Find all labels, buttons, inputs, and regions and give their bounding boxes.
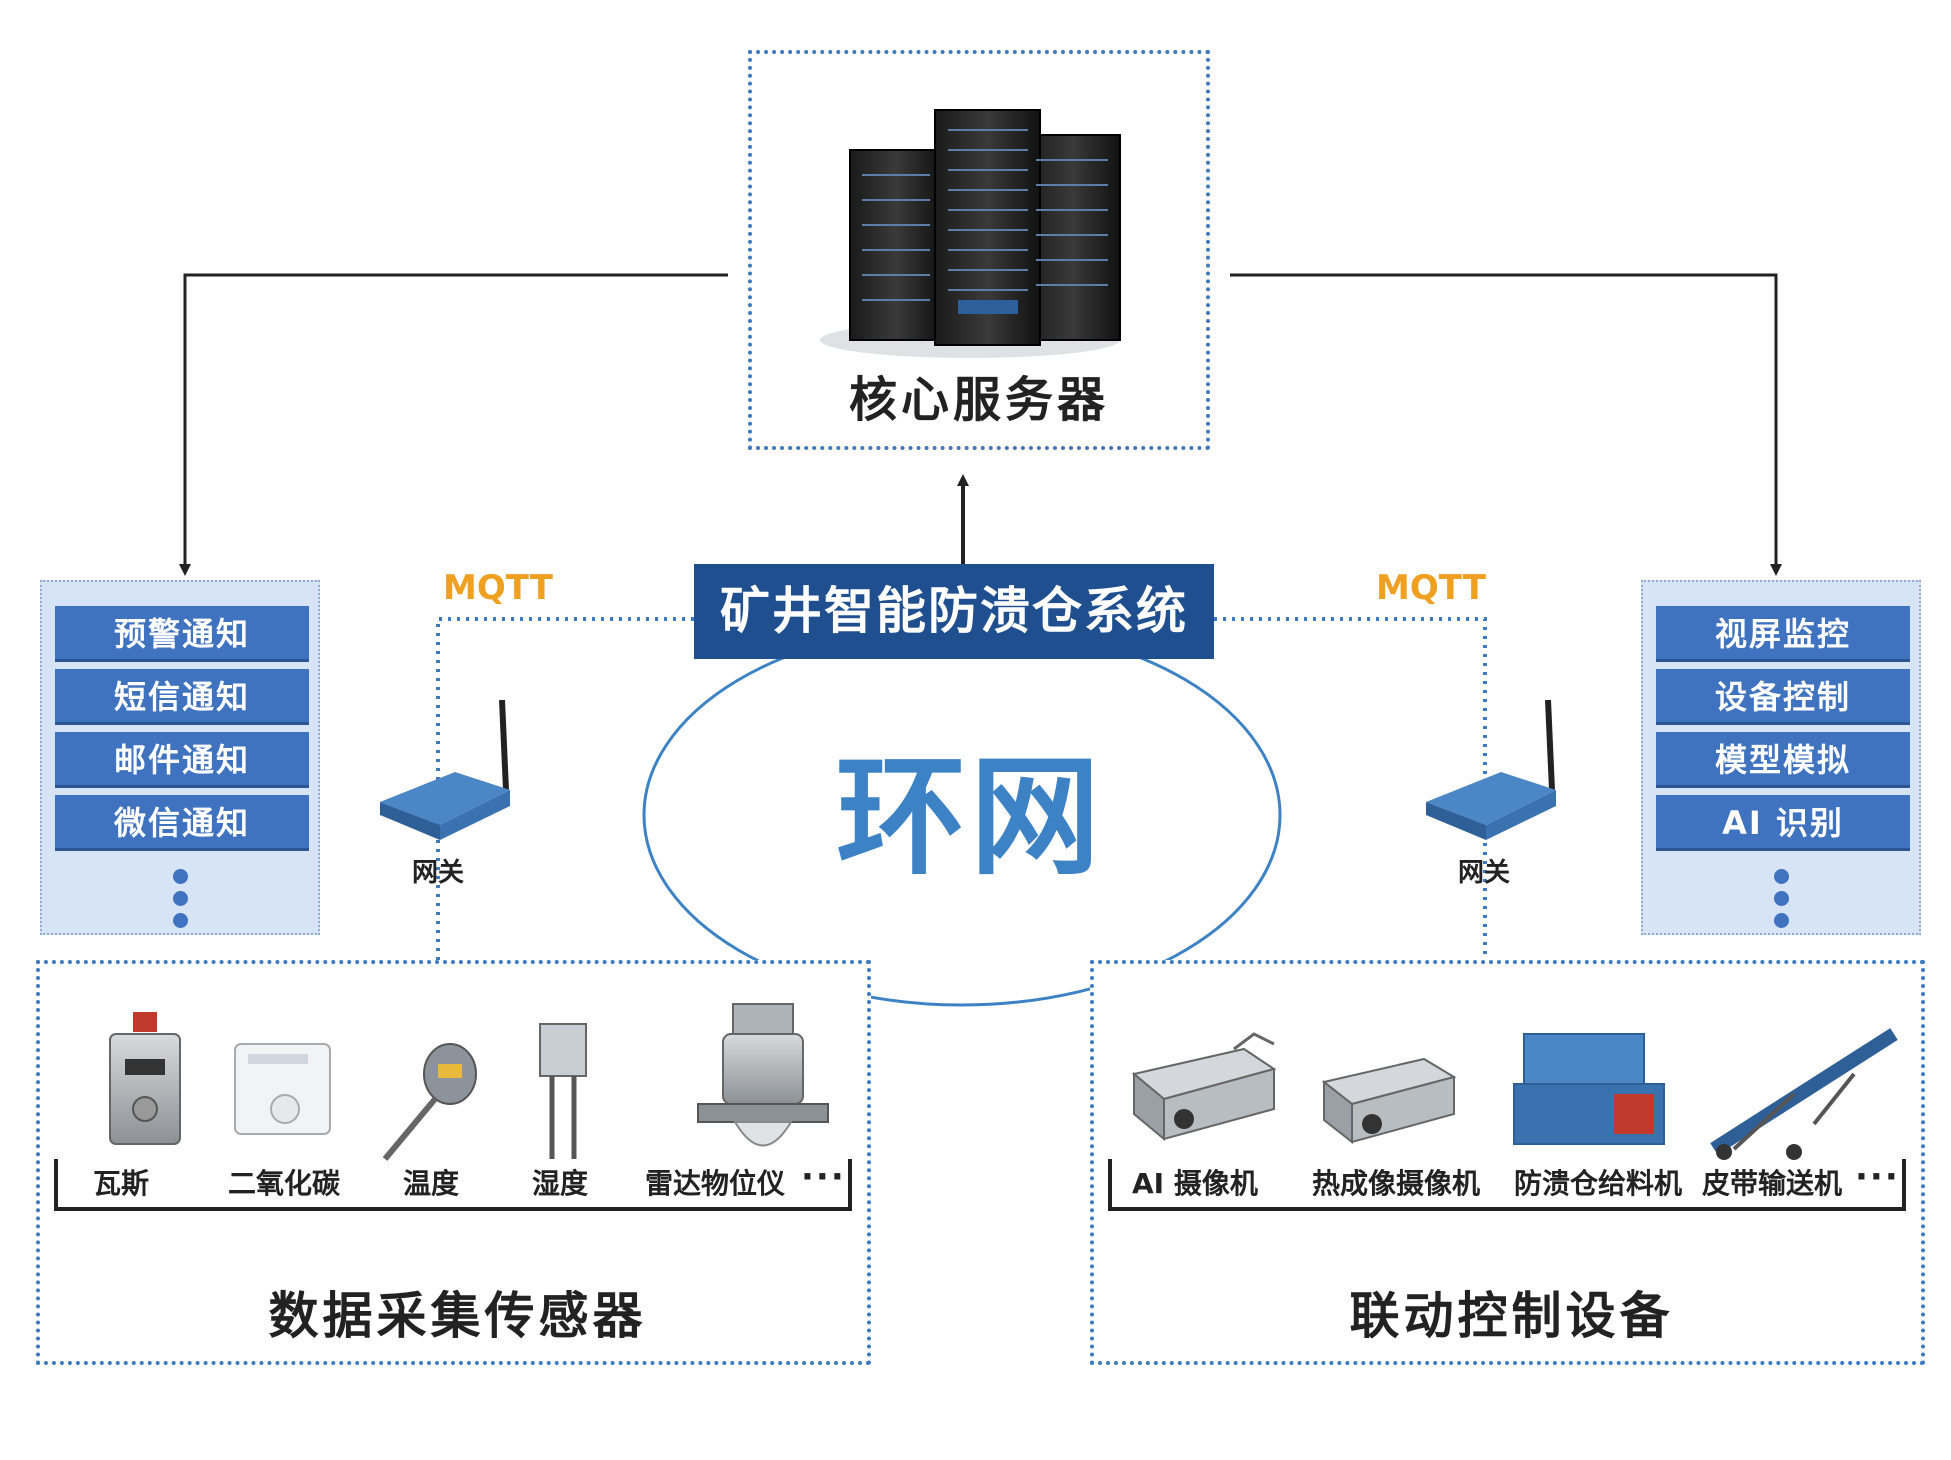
functions-panel: 视屏监控 设备控制 模型模拟 AI 识别: [1641, 580, 1921, 935]
radar-level-gauge-icon: [697, 1003, 829, 1147]
devices-group: AI 摄像机 热成像摄像机 防溃仓给料机 皮带输送机 ··· 联动控制设备: [1090, 960, 1925, 1365]
gateway-left-label: 网关: [411, 858, 464, 888]
more-items-icon: [165, 869, 195, 935]
notification-item-sms[interactable]: 短信通知: [55, 669, 309, 725]
sensor-label-gas: 瓦斯: [93, 1167, 150, 1200]
sensor-icons: [109, 1003, 829, 1161]
devices-more-icon: ···: [1855, 1157, 1900, 1197]
device-label-ai-camera: AI 摄像机: [1132, 1167, 1258, 1200]
feeder-machine-icon: [1513, 1033, 1665, 1145]
function-item-video-monitor[interactable]: 视屏监控: [1656, 606, 1910, 662]
sensor-label-temperature: 温度: [403, 1167, 460, 1200]
sensor-label-co2: 二氧化碳: [228, 1167, 341, 1200]
wireless-router-icon: [380, 699, 510, 840]
core-server-title: 核心服务器: [848, 372, 1109, 428]
notification-item-wechat[interactable]: 微信通知: [55, 795, 309, 851]
notification-item-warning[interactable]: 预警通知: [55, 606, 309, 662]
more-items-icon: [1766, 869, 1796, 935]
core-server-box: [748, 50, 1210, 450]
function-item-model-simulation[interactable]: 模型模拟: [1656, 732, 1910, 788]
sensor-label-radar-level: 雷达物位仪: [645, 1167, 786, 1200]
thermal-camera-icon: [1321, 1057, 1457, 1145]
co2-sensor-icon: [234, 1043, 331, 1135]
gateway-right-label: 网关: [1457, 858, 1510, 888]
device-label-thermal-camera: 热成像摄像机: [1312, 1167, 1481, 1200]
ai-camera-icon: [1131, 1032, 1277, 1142]
server-rack-icon: [820, 109, 1121, 358]
function-item-ai-recognition[interactable]: AI 识别: [1656, 795, 1910, 851]
device-icons: [1131, 1028, 1898, 1160]
sensors-group: 瓦斯 二氧化碳 温度 湿度 雷达物位仪 ··· 数据采集传感器: [36, 960, 871, 1365]
notification-item-email[interactable]: 邮件通知: [55, 732, 309, 788]
mqtt-right-label: MQTT: [1376, 568, 1486, 608]
sensors-more-icon: ···: [801, 1157, 846, 1197]
device-label-belt-conveyor: 皮带输送机: [1702, 1167, 1843, 1200]
gas-detector-icon: [109, 1012, 181, 1145]
server-to-functions-line: [1230, 273, 1782, 576]
mqtt-right-line: [1214, 617, 1487, 960]
function-item-device-control[interactable]: 设备控制: [1656, 669, 1910, 725]
belt-conveyor-icon: [1710, 1028, 1898, 1160]
devices-bracket: [1108, 1159, 1906, 1211]
notifications-panel: 预警通知 短信通知 邮件通知 微信通知: [40, 580, 320, 935]
sensors-group-title: 数据采集传感器: [268, 1287, 647, 1345]
devices-group-title: 联动控制设备: [1349, 1287, 1674, 1345]
temperature-probe-icon: [382, 1043, 477, 1161]
humidity-sensor-icon: [539, 1023, 587, 1159]
sensors-bracket: [54, 1159, 852, 1211]
wireless-router-icon: [1426, 699, 1556, 840]
sensor-label-humidity: 湿度: [532, 1167, 589, 1200]
ring-network-label: 环网: [835, 741, 1104, 893]
system-title-banner: 矿井智能防溃仓系统: [694, 564, 1214, 659]
mqtt-left-label: MQTT: [443, 568, 553, 608]
device-label-feeder: 防溃仓给料机: [1514, 1167, 1683, 1200]
server-to-notifications-line: [179, 273, 728, 576]
